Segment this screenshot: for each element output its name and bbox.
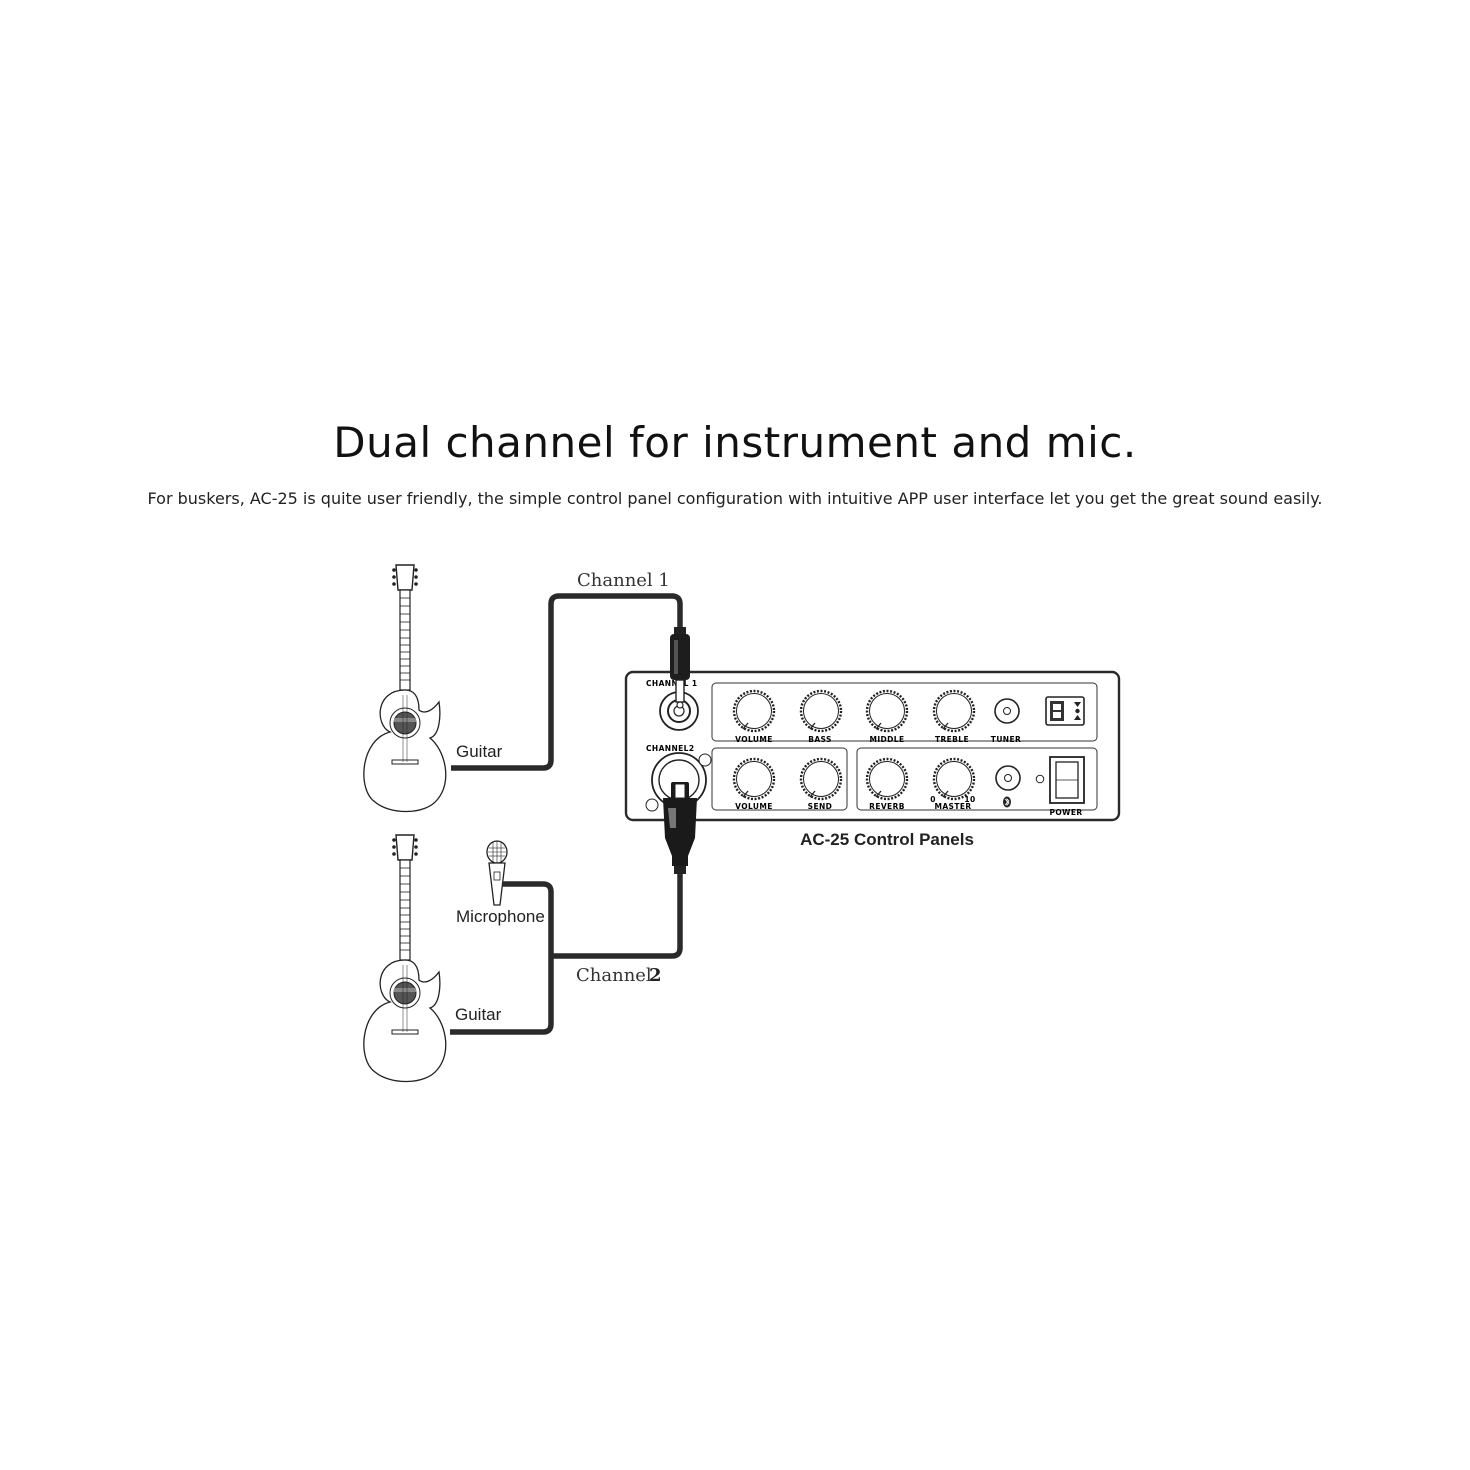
bluetooth-button[interactable] [995, 765, 1021, 791]
guitar-label-1: Guitar [456, 742, 503, 761]
knob-middle[interactable] [865, 689, 909, 733]
channel1-label: Channel 1 [577, 570, 670, 591]
bluetooth-icon [1003, 796, 1011, 808]
knob-reverb-label: REVERB [869, 802, 905, 811]
power-label: POWER [1049, 808, 1082, 817]
instrument-plug-icon [670, 627, 690, 709]
page-title: Dual channel for instrument and mic. [333, 418, 1137, 467]
knob-volume-ch1[interactable] [732, 689, 776, 733]
page-subtitle: For buskers, AC-25 is quite user friendl… [147, 489, 1323, 508]
knob-send[interactable] [799, 757, 843, 801]
guitar-icon-channel1 [363, 564, 447, 813]
knob-send-label: SEND [808, 802, 833, 811]
tuner-label: TUNER [991, 735, 1021, 744]
guitar-label-2: Guitar [455, 1005, 502, 1024]
knob-middle-label: MIDDLE [869, 735, 904, 744]
channel2-cable [551, 872, 683, 959]
guitar-icon-channel2 [363, 834, 447, 1083]
tuner-display-icon [1045, 696, 1085, 726]
knob-treble-label: TREBLE [935, 735, 969, 744]
master-min-label: 0 [930, 795, 936, 804]
microphone-label: Microphone [456, 907, 545, 926]
master-max-label: 10 [964, 795, 975, 804]
knob-treble[interactable] [932, 689, 976, 733]
knob-bass-label: BASS [808, 735, 832, 744]
channel1-cable [451, 593, 683, 771]
channel2-number: 2 [649, 965, 662, 986]
knob-master-label: MASTER [934, 802, 971, 811]
knob-bass[interactable] [799, 689, 843, 733]
xlr-plug-icon [663, 782, 697, 874]
control-panel: CHANNEL 1 CHANNEL2 VOLUME BASS MIDDLE TR… [624, 670, 1121, 822]
channel2-label: Channel [576, 965, 652, 986]
panel-caption: AC-25 Control Panels [800, 830, 974, 849]
power-switch[interactable] [1049, 756, 1085, 804]
power-led [1035, 774, 1045, 784]
knob-reverb[interactable] [865, 757, 909, 801]
channel1-input-label: CHANNEL 1 [646, 679, 697, 688]
tuner-button[interactable] [994, 698, 1020, 724]
channel2-input-label: CHANNEL2 [646, 744, 694, 753]
knob-volume-ch1-label: VOLUME [735, 735, 773, 744]
knob-volume-ch2-label: VOLUME [735, 802, 773, 811]
knob-volume-ch2[interactable] [732, 757, 776, 801]
microphone-icon [486, 840, 508, 906]
knob-master[interactable] [932, 757, 976, 801]
